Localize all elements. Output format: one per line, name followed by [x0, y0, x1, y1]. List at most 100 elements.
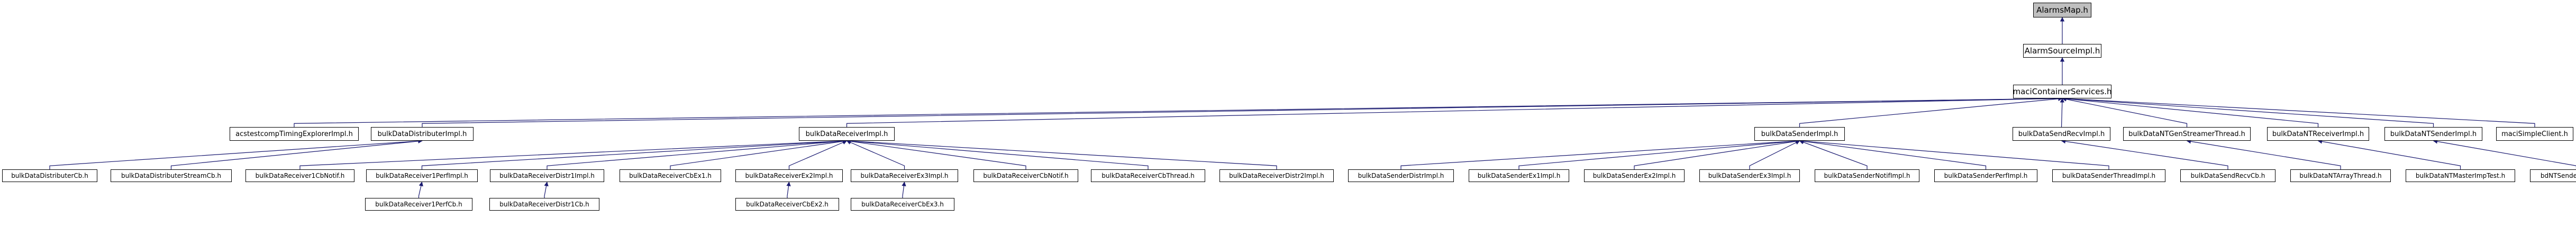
graph-node-bulkdatareceiver1perfimpl[interactable]: bulkDataReceiver1PerfImpl.h	[366, 169, 478, 182]
graph-node-bulkdatanttsendertest[interactable]: bdNTSenderImplTest.h	[2530, 169, 2576, 182]
graph-edge-bulkdatareceivercbex2-to-bulkdatareceiverex2impl	[786, 182, 791, 198]
graph-edge-bulkdatareceiverex2impl-to-bulkdatareceiverimpl	[788, 140, 848, 169]
graph-edge-bulkdatadistributerimpl-to-macicontainerservices	[422, 96, 2063, 127]
graph-edge-bulkdatareceiverdistr2impl-to-bulkdatareceiverimpl	[846, 139, 1277, 169]
graph-node-label: AlarmsMap.h	[2036, 5, 2088, 15]
graph-node-label: bulkDataSenderEx2Impl.h	[1592, 172, 1676, 179]
graph-node-label: bulkDataNTGenStreamerThread.h	[2128, 130, 2245, 138]
graph-node-bulkdatareceiverdistr1impl[interactable]: bulkDataReceiverDistr1Impl.h	[490, 169, 604, 182]
graph-edge-bulkdatadistributercb-to-bulkdatadistributerimpl	[49, 139, 423, 169]
graph-edge-bulkdatareceiver1perfimpl-to-bulkdatareceiverimpl	[421, 139, 848, 169]
graph-node-bulkdatareceiverdistr1cb[interactable]: bulkDataReceiverDistr1Cb.h	[489, 198, 599, 211]
graph-node-bulkdatareceivercbex2[interactable]: bulkDataReceiverCbEx2.h	[735, 198, 839, 211]
graph-node-bulkdatareceiverex2impl[interactable]: bulkDataReceiverEx2Impl.h	[735, 169, 843, 182]
graph-node-label: maciContainerServices.h	[2013, 86, 2112, 96]
graph-edge-bulkdatanttsendertest-to-bulkdatantsenderimpl	[2433, 139, 2576, 169]
graph-node-label: bulkDataSenderEx3Impl.h	[1708, 172, 1791, 179]
graph-edge-bulkdatasendrecvimpl-to-macicontainerservices	[2060, 98, 2064, 128]
graph-node-bulkdatareceiverex3impl[interactable]: bulkDataReceiverEx3Impl.h	[851, 169, 958, 182]
graph-node-label: bulkDataSenderNotifImpl.h	[1824, 172, 1910, 179]
graph-edge-acstestcomptimingexplorerimpl-to-macicontainerservices	[294, 96, 2063, 127]
graph-node-acstestcomptimingexplorerimpl[interactable]: acstestcompTimingExplorerImpl.h	[230, 127, 359, 141]
graph-node-bulkdatasenderex1impl[interactable]: bulkDataSenderEx1Impl.h	[1469, 169, 1569, 182]
graph-edge-bulkdatantsenderimpl-to-macicontainerservices	[2062, 96, 2434, 127]
graph-node-bulkdatantreceiverimpl[interactable]: bulkDataNTReceiverImpl.h	[2267, 127, 2369, 141]
graph-node-label: acstestcompTimingExplorerImpl.h	[235, 130, 353, 138]
graph-edge-bulkdatasenderex2impl-to-bulkdatasenderimpl	[1634, 139, 1800, 169]
graph-edge-bulkdatasenderex3impl-to-bulkdatasenderimpl	[1749, 140, 1800, 169]
graph-node-bulkdatadistributerstreamcb[interactable]: bulkDataDistributerStreamCb.h	[111, 169, 232, 182]
graph-edge-bulkdatasendernotifimpl-to-bulkdatasenderimpl	[1799, 140, 1868, 169]
graph-node-label: AlarmSourceImpl.h	[2024, 46, 2100, 56]
graph-node-alarmsmap[interactable]: AlarmsMap.h	[2033, 3, 2091, 17]
graph-node-bulkdatareceivercbthread[interactable]: bulkDataReceiverCbThread.h	[1091, 169, 1205, 182]
graph-edge-bulkdatareceiver1cbnotif-to-bulkdatareceiverimpl	[299, 139, 848, 169]
graph-node-label: bulkDataNTArrayThread.h	[2299, 172, 2382, 179]
graph-node-label: bulkDataSendRecvCb.h	[2190, 172, 2265, 179]
graph-node-label: bulkDataDistributerStreamCb.h	[121, 172, 222, 179]
graph-node-bulkdatareceivercbex1[interactable]: bulkDataReceiverCbEx1.h	[620, 169, 721, 182]
graph-edge-bulkdatasenderex1impl-to-bulkdatasenderimpl	[1518, 139, 1800, 169]
graph-edge-bulkdatareceivercbex3-to-bulkdatareceiverex3impl	[902, 182, 906, 198]
graph-node-label: bulkDataReceiverCbNotif.h	[983, 172, 1069, 179]
graph-node-label: maciSimpleClient.h	[2501, 130, 2568, 138]
graph-node-label: bulkDataReceiverCbEx2.h	[746, 201, 829, 208]
graph-node-bulkdatasendrecvimpl[interactable]: bulkDataSendRecvImpl.h	[2013, 127, 2110, 141]
graph-node-bulkdatareceiverdistr2impl[interactable]: bulkDataReceiverDistr2Impl.h	[1219, 169, 1334, 182]
graph-node-label: bulkDataReceiverDistr1Impl.h	[499, 172, 595, 179]
graph-node-label: bulkDataReceiverCbThread.h	[1102, 172, 1195, 179]
graph-node-label: bulkDataDistributerImpl.h	[377, 130, 467, 138]
graph-node-label: bulkDataSenderPerfImpl.h	[1944, 172, 2028, 179]
graph-edge-bulkdatareceivercbthread-to-bulkdatareceiverimpl	[846, 139, 1149, 169]
graph-node-macicontainerservices[interactable]: maciContainerServices.h	[2013, 85, 2112, 98]
graph-node-macisimpleclient[interactable]: maciSimpleClient.h	[2496, 127, 2573, 141]
graph-node-bulkdatareceiverimpl[interactable]: bulkDataReceiverImpl.h	[799, 127, 895, 141]
graph-node-bulkdatasenderimpl[interactable]: bulkDataSenderImpl.h	[1754, 127, 1845, 141]
graph-node-label: bulkDataSenderThreadImpl.h	[2062, 172, 2156, 179]
graph-edge-bulkdatantarraythread-to-bulkdatantgenstreamerthread	[2186, 139, 2341, 169]
graph-edge-bulkdatareceivercbex1-to-bulkdatareceiverimpl	[670, 139, 848, 169]
graph-edge-bulkdatasenderperfimpl-to-bulkdatasenderimpl	[1799, 139, 1987, 169]
graph-edge-bulkdatadistributerstreamcb-to-bulkdatadistributerimpl	[170, 139, 423, 169]
graph-node-label: bulkDataNTMasterImpTest.h	[2415, 172, 2506, 179]
graph-node-bulkdatasenderdistrimpl[interactable]: bulkDataSenderDistrImpl.h	[1348, 169, 1454, 182]
graph-edge-bulkdatasendrecvcb-to-bulkdatasendrecvimpl	[2061, 139, 2228, 169]
graph-node-label: bulkDataNTReceiverImpl.h	[2272, 130, 2364, 138]
graph-edge-bulkdatareceivercbnotif-to-bulkdatareceiverimpl	[846, 139, 1026, 169]
graph-node-bulkdatareceiver1cbnotif[interactable]: bulkDataReceiver1CbNotif.h	[245, 169, 354, 182]
graph-node-label: bulkDataReceiverEx2Impl.h	[745, 172, 833, 179]
graph-node-label: bulkDataReceiverCbEx1.h	[629, 172, 712, 179]
graph-node-label: bulkDataReceiver1CbNotif.h	[255, 172, 345, 179]
graph-node-bulkdatasendernotifimpl[interactable]: bulkDataSenderNotifImpl.h	[1815, 169, 1919, 182]
graph-edge-bulkdatareceiverimpl-to-macicontainerservices	[846, 96, 2063, 127]
graph-edge-bulkdatasenderdistrimpl-to-bulkdatasenderimpl	[1400, 139, 1800, 169]
graph-node-bulkdatasenderthreadimpl[interactable]: bulkDataSenderThreadImpl.h	[2052, 169, 2165, 182]
graph-edge-bulkdatareceiverex3impl-to-bulkdatareceiverimpl	[846, 140, 905, 169]
graph-node-label: bulkDataReceiverImpl.h	[805, 130, 888, 138]
graph-node-bulkdatasendrecvcb[interactable]: bulkDataSendRecvCb.h	[2180, 169, 2275, 182]
graph-node-bulkdatareceivercbnotif[interactable]: bulkDataReceiverCbNotif.h	[973, 169, 1078, 182]
graph-node-bulkdatasenderex2impl[interactable]: bulkDataSenderEx2Impl.h	[1584, 169, 1685, 182]
graph-node-label: bulkDataReceiverDistr1Cb.h	[499, 201, 589, 208]
graph-edge-bulkdatasenderimpl-to-macicontainerservices	[1799, 96, 2063, 127]
graph-node-bulkdatantgenstreamerthread[interactable]: bulkDataNTGenStreamerThread.h	[2123, 127, 2251, 141]
graph-edge-bulkdatantreceiverimpl-to-macicontainerservices	[2062, 96, 2319, 127]
graph-node-label: bulkDataReceiver1PerfImpl.h	[376, 172, 468, 179]
graph-node-bulkdatasenderperfimpl[interactable]: bulkDataSenderPerfImpl.h	[1934, 169, 2037, 182]
graph-node-label: bulkDataSenderEx1Impl.h	[1477, 172, 1561, 179]
graph-node-alarmsourceimpl[interactable]: AlarmSourceImpl.h	[2023, 44, 2101, 58]
graph-node-bulkdatantsenderimpl[interactable]: bulkDataNTSenderImpl.h	[2384, 127, 2482, 141]
graph-node-bulkdatadistributercb[interactable]: bulkDataDistributerCb.h	[2, 169, 97, 182]
graph-node-bulkdatareceivercbex3[interactable]: bulkDataReceiverCbEx3.h	[851, 198, 954, 211]
graph-node-bulkdatantarraythread[interactable]: bulkDataNTArrayThread.h	[2290, 169, 2391, 182]
graph-edge-bulkdatasenderthreadimpl-to-bulkdatasenderimpl	[1799, 139, 2109, 169]
graph-node-label: bulkDataSendRecvImpl.h	[2018, 130, 2105, 138]
graph-node-bulkdatadistributerimpl[interactable]: bulkDataDistributerImpl.h	[371, 127, 474, 141]
graph-node-bulkdatantmastertemptest[interactable]: bulkDataNTMasterImpTest.h	[2406, 169, 2515, 182]
graph-node-bulkdatasenderex3impl[interactable]: bulkDataSenderEx3Impl.h	[1699, 169, 1800, 182]
graph-edge-bulkdatareceiverdistr1cb-to-bulkdatareceiverdistr1impl	[544, 182, 549, 198]
graph-node-bulkdatareceiver1perfcb[interactable]: bulkDataReceiver1PerfCb.h	[365, 198, 472, 211]
graph-node-label: bulkDataNTSenderImpl.h	[2390, 130, 2477, 138]
graph-edge-bulkdatantgenstreamerthread-to-macicontainerservices	[2062, 97, 2188, 127]
